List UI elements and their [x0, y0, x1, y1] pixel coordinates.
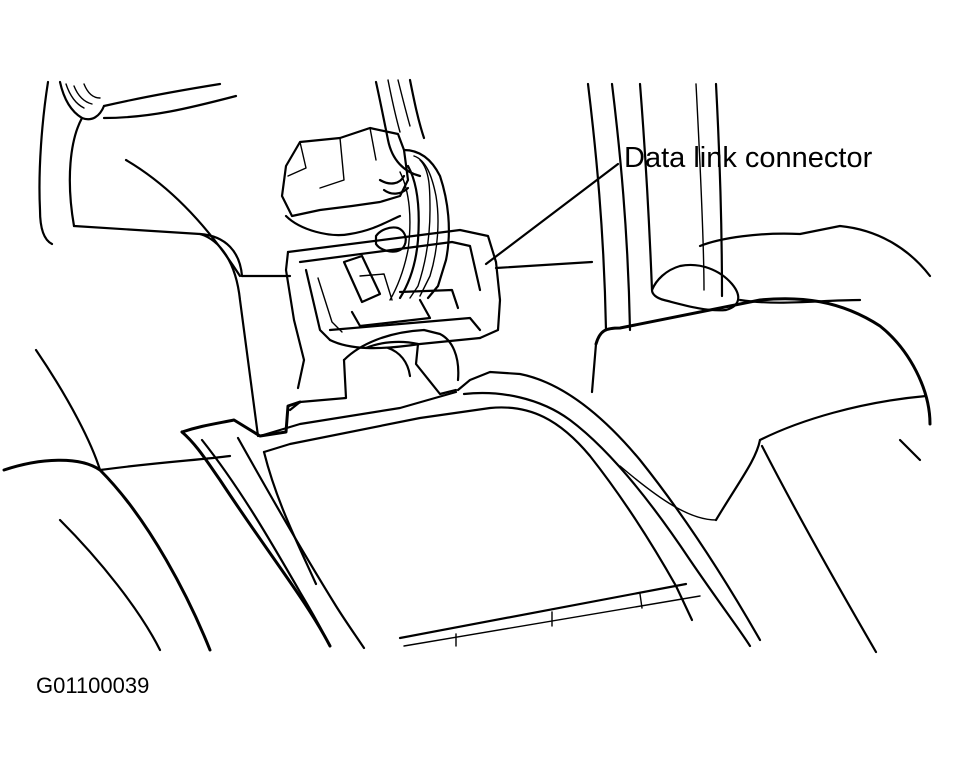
- figure-id: G01100039: [36, 673, 150, 698]
- connector-wires: [374, 78, 450, 301]
- callout-label: Data link connector: [624, 142, 873, 174]
- seat-left: [2, 458, 212, 652]
- wiring-harness-left: [38, 80, 238, 246]
- seat-right: [590, 297, 932, 654]
- connector-housing: [280, 126, 502, 412]
- center-console: [180, 370, 762, 650]
- pillar-right: [494, 82, 724, 332]
- dash-panel-left: [34, 158, 292, 472]
- callout-leader: [484, 162, 620, 266]
